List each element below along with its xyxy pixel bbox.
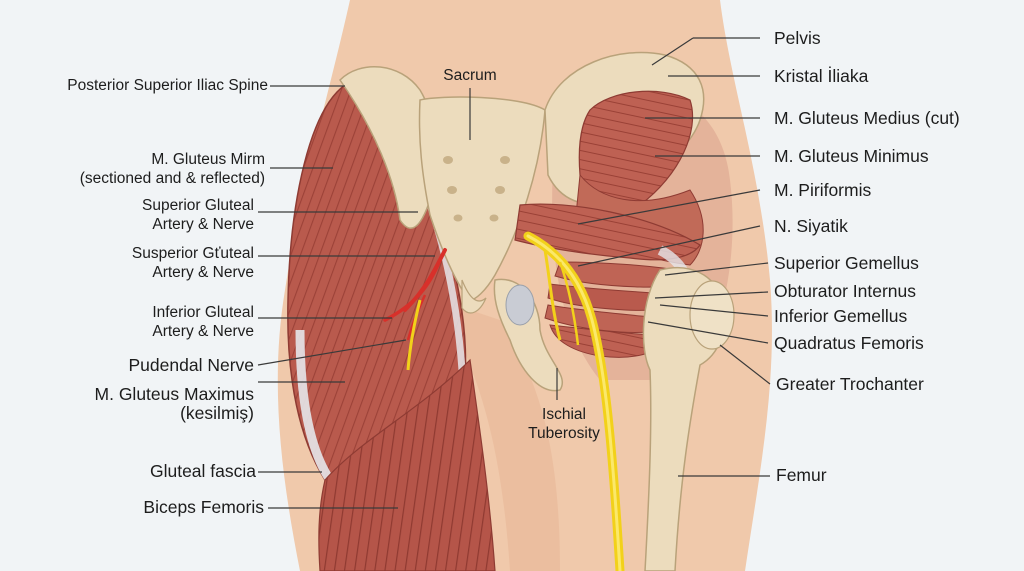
gluteal-fascia-edge <box>295 329 334 483</box>
label-psis: Posterior Superior Iliac Spine <box>67 77 268 94</box>
label-superior-gemellus: Superior Gemellus <box>774 253 919 273</box>
label-superior-gluteal: Superior Gluteal Artery & Nerve <box>141 197 254 233</box>
sciatic-branch <box>543 249 562 341</box>
label-piriformis: M. Piriformis <box>774 180 872 200</box>
label-kristal-iliaka: Kristal İliaka <box>774 66 869 86</box>
label-gluteus-medius: M. Gluteus Medius (cut) <box>774 108 960 128</box>
sciatic-branch-2 <box>558 261 580 346</box>
label-gluteus-minimus: M. Gluteus Minimus <box>774 146 929 166</box>
hip-joint-capsule <box>505 284 535 326</box>
label-n-siyatik: N. Siyatik <box>774 216 848 236</box>
label-obturator-internus: Obturator Internus <box>774 281 917 301</box>
sciatic-nerve-highlight <box>526 234 622 571</box>
label-pudendal-nerve: Pudendal Nerve <box>128 355 255 375</box>
label-quadratus-femoris: Quadratus Femoris <box>774 333 924 353</box>
label-sacrum: Sacrum <box>443 67 497 84</box>
label-gluteus-maximus: M. Gluteus Maximus (kesilmiş) <box>94 384 254 423</box>
inferior-gluteal-artery <box>383 258 442 322</box>
label-susperior-gluteal: Susperior Gťuteal Artery & Nerve <box>131 245 254 281</box>
piriformis-muscle <box>514 203 701 261</box>
label-gluteal-fascia: Gluteal fascia <box>149 461 256 481</box>
label-biceps-femoris: Biceps Femoris <box>143 497 264 517</box>
leader-lines <box>257 37 771 509</box>
sacral-foramina <box>443 156 510 222</box>
label-inferior-gemellus: Inferior Gemellus <box>774 306 908 326</box>
gluteal-cleft-shade <box>440 300 560 571</box>
sacrum-bone <box>418 96 546 301</box>
greater-trochanter-bone <box>689 280 735 350</box>
label-femur: Femur <box>776 465 827 485</box>
gluteus-medius-cut <box>578 90 694 209</box>
label-gluteus-mirm: M. Gluteus Mirm (sectioned and & reflect… <box>79 151 265 187</box>
pudendal-nerve-path <box>406 299 422 371</box>
label-greater-trochanter: Greater Trochanter <box>776 374 924 394</box>
biceps-femoris-muscle <box>318 358 496 571</box>
coccyx-bone <box>461 279 487 314</box>
label-inferior-gluteal: Inferior Gluteal Artery & Nerve <box>152 304 254 340</box>
label-pelvis: Pelvis <box>774 28 821 48</box>
label-ischial-tuberosity: Ischial Tuberosity <box>528 406 600 442</box>
